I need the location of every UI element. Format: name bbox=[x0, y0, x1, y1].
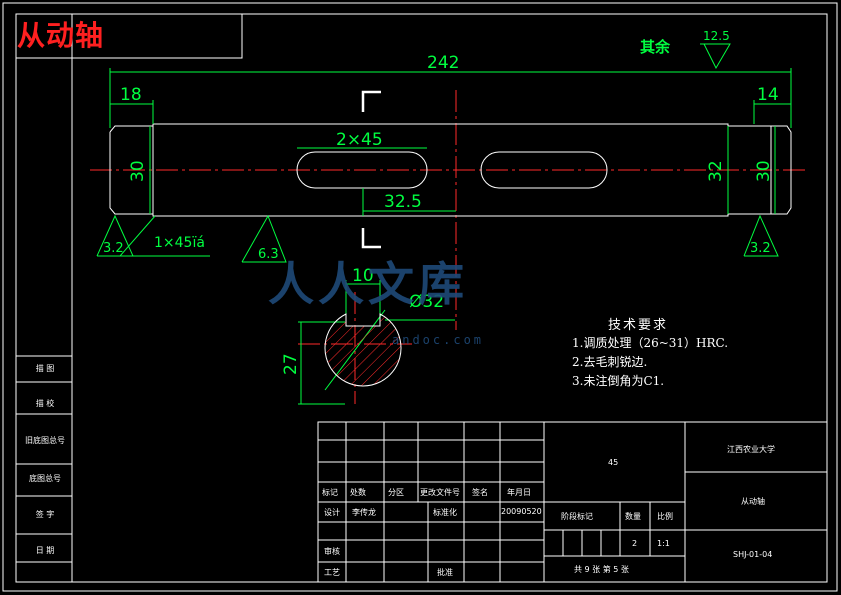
tb-design-label: 设计 bbox=[324, 508, 340, 517]
surface-left: 3.2 bbox=[103, 241, 124, 256]
watermark-url: andoc.com bbox=[392, 333, 485, 347]
tb-standard-label: 标准化 bbox=[433, 508, 457, 517]
tb-header-change-doc: 更改文件号 bbox=[420, 488, 460, 497]
tb-header-zone: 分区 bbox=[388, 488, 404, 497]
tb-scale-label: 比例 bbox=[657, 512, 673, 521]
tb-process-label: 工艺 bbox=[324, 568, 340, 577]
dim-left-dia: 30 bbox=[128, 160, 148, 182]
dim-section-width: 10 bbox=[352, 266, 374, 286]
title-block bbox=[317, 421, 828, 583]
dim-right-dia: 30 bbox=[754, 160, 774, 182]
dim-section-depth: 27 bbox=[281, 353, 301, 375]
tb-design-date: 20090520 bbox=[501, 507, 542, 516]
side-label-sign: 签 字 bbox=[35, 510, 55, 519]
tb-qty-label: 数量 bbox=[625, 512, 641, 521]
tb-qty: 2 bbox=[632, 539, 638, 548]
dim-right-step: 14 bbox=[757, 85, 779, 105]
side-label-trace-check: 描 校 bbox=[35, 399, 55, 408]
tb-scale: 1:1 bbox=[657, 539, 670, 548]
title-box-corner bbox=[16, 14, 243, 59]
surface-right: 3.2 bbox=[750, 241, 771, 256]
dim-left-step: 18 bbox=[120, 85, 142, 105]
tb-review-label: 审核 bbox=[324, 547, 340, 556]
tb-header-count: 处数 bbox=[350, 488, 366, 497]
dim-keyway: 2×45 bbox=[336, 130, 383, 150]
tech-item-2: 2.去毛刺锐边. bbox=[572, 355, 648, 369]
dim-total-length: 242 bbox=[427, 53, 459, 73]
tb-part-name: 从动轴 bbox=[741, 497, 765, 506]
side-label-column bbox=[16, 355, 72, 563]
keyways bbox=[296, 151, 608, 189]
tb-material: 45 bbox=[608, 458, 619, 467]
dim-mid-dia: 32 bbox=[706, 160, 726, 182]
side-label-old-base-no: 旧底图总号 bbox=[25, 436, 65, 445]
side-label-date: 日 期 bbox=[35, 546, 55, 555]
surface-other-label: 其余 bbox=[640, 38, 671, 56]
tb-header-mark: 标记 bbox=[322, 488, 338, 497]
side-label-base-no: 底图总号 bbox=[29, 474, 61, 483]
surface-other-value: 12.5 bbox=[703, 29, 730, 43]
watermark-logo: 人人文库 bbox=[268, 257, 468, 311]
section-marks bbox=[361, 90, 381, 249]
tb-header-date: 年月日 bbox=[507, 488, 531, 497]
tech-item-3: 3.未注倒角为C1. bbox=[572, 374, 665, 388]
tech-item-1: 1.调质处理（26~31）HRC. bbox=[572, 336, 729, 350]
surface-middle: 6.3 bbox=[258, 247, 279, 262]
tb-drawing-no: SHJ-01-04 bbox=[733, 550, 773, 559]
drawing-title: 从动轴 bbox=[17, 19, 105, 52]
tb-stage-label: 阶段标记 bbox=[561, 512, 593, 521]
tb-school: 江西农业大学 bbox=[727, 445, 775, 454]
dim-key-pos: 32.5 bbox=[384, 192, 422, 212]
side-label-trace: 描 图 bbox=[35, 364, 55, 373]
dim-section-dia: Ø32 bbox=[409, 292, 444, 312]
tb-designer: 李传龙 bbox=[352, 508, 376, 517]
cross-section bbox=[324, 313, 402, 387]
dim-chamfer: 1×45ïá bbox=[154, 235, 205, 251]
tb-sheet-info: 共 9 张 第 5 张 bbox=[574, 565, 629, 574]
tech-title: 技术要求 bbox=[608, 318, 669, 333]
roughness-symbols bbox=[96, 43, 779, 263]
tb-header-sign: 签名 bbox=[472, 488, 488, 497]
tb-approve-label: 批准 bbox=[437, 568, 453, 577]
dimension-lines bbox=[109, 68, 792, 405]
